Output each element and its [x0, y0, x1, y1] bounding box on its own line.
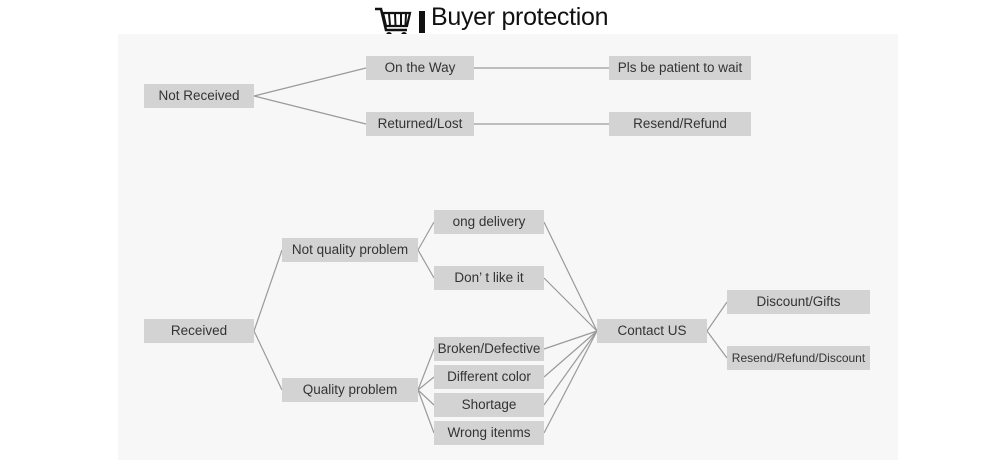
node-different-color: Different color [434, 365, 544, 389]
node-long-delivery: ong delivery [434, 210, 544, 234]
node-received: Received [144, 319, 254, 343]
connector-not_quality_problem-to-long_delivery [417, 221, 435, 251]
shopping-cart-icon [375, 7, 412, 38]
connector-received-to-quality_problem [253, 330, 283, 391]
header: Buyer protection [0, 0, 1000, 44]
connector-quality_problem-to-broken [417, 348, 435, 391]
node-resend-refund-discount: Resend/Refund/Discount [727, 346, 870, 370]
node-contact-us: Contact US [597, 319, 707, 343]
connector-wrong_items-to-contact_us [543, 330, 598, 434]
node-returned-lost: Returned/Lost [366, 112, 474, 136]
connector-long_delivery-to-contact_us [543, 221, 598, 332]
node-not-received: Not Received [144, 84, 254, 108]
connector-broken-to-contact_us [543, 330, 598, 350]
node-not-quality-problem: Not quality problem [282, 238, 418, 262]
node-dont-like-it: Don’ t like it [434, 266, 544, 290]
connector-not_received-to-on_the_way [253, 67, 367, 97]
node-shortage: Shortage [434, 393, 544, 417]
node-wrong-items: Wrong itenms [434, 421, 544, 445]
connector-contact_us-to-discount_gifts [706, 301, 728, 332]
connector-contact_us-to-resend_refund_discount [706, 330, 728, 359]
connector-received-to-not_quality_problem [253, 249, 283, 332]
page-title: Buyer protection [431, 3, 609, 31]
connector-quality_problem-to-shortage [417, 389, 435, 406]
node-on-the-way: On the Way [366, 56, 474, 80]
connector-quality_problem-to-different_color [417, 376, 435, 391]
node-discount-gifts: Discount/Gifts [727, 290, 870, 314]
connector-not_quality_problem-to-dont_like [417, 249, 435, 279]
connector-different_color-to-contact_us [543, 330, 598, 378]
connector-quality_problem-to-wrong_items [417, 389, 435, 434]
title-divider [419, 11, 425, 33]
connector-not_received-to-returned_lost [253, 95, 367, 125]
node-broken-defective: Broken/Defective [434, 337, 544, 361]
connector-dont_like-to-contact_us [543, 277, 598, 332]
node-pls-be-patient: Pls be patient to wait [609, 56, 751, 80]
node-quality-problem: Quality problem [282, 378, 418, 402]
node-resend-refund: Resend/Refund [609, 112, 751, 136]
connector-shortage-to-contact_us [543, 330, 598, 406]
